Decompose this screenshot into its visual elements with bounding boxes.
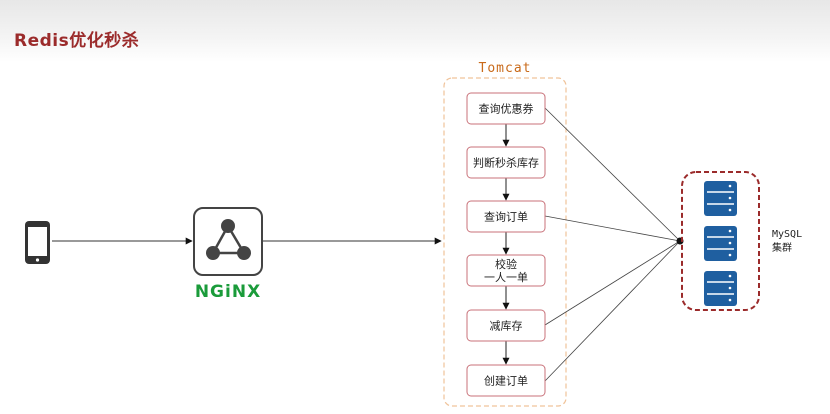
step-label: 查询优惠券 — [479, 102, 534, 116]
step-label: 判断秒杀库存 — [473, 156, 539, 170]
step-box: 查询订单 — [466, 200, 546, 233]
phone-icon — [25, 221, 50, 264]
mysql-cluster-label: 集群 — [772, 241, 792, 254]
step-label: 减库存 — [490, 319, 523, 333]
mysql-cluster-container — [681, 171, 760, 311]
nginx-label: NGiNX — [195, 282, 261, 302]
step-box: 查询优惠券 — [466, 92, 546, 125]
step-label: 一人一单 — [484, 271, 528, 284]
step-label: 创建订单 — [484, 374, 528, 388]
header-band — [0, 0, 830, 62]
step-box: 校验 一人一单 — [466, 254, 546, 287]
step-label: 校验 — [495, 257, 517, 271]
step-box: 判断秒杀库存 — [466, 146, 546, 179]
tomcat-label: Tomcat — [479, 61, 532, 76]
mysql-label: MySQL — [772, 229, 802, 240]
db-connections — [544, 107, 681, 382]
database-icon — [704, 271, 737, 306]
database-icon — [704, 181, 737, 216]
step-box: 减库存 — [466, 309, 546, 342]
nginx-logo-icon — [193, 207, 263, 276]
page-title: Redis优化秒杀 — [14, 31, 140, 51]
tomcat-container — [443, 77, 567, 407]
database-icon — [704, 226, 737, 261]
step-box: 创建订单 — [466, 364, 546, 397]
step-label: 查询订单 — [484, 210, 528, 224]
